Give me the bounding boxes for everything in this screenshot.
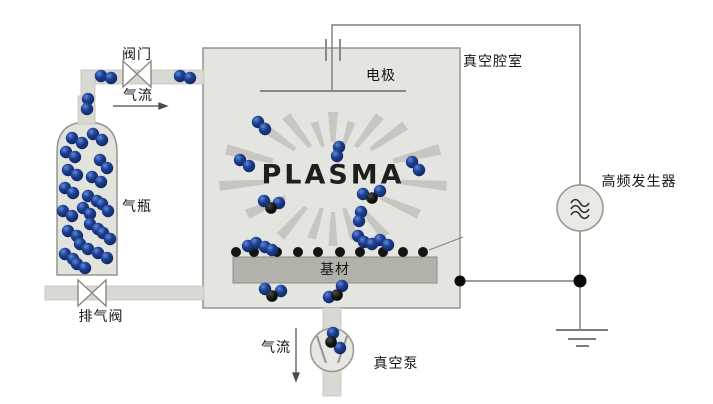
inlet-valve-icon xyxy=(122,59,152,89)
plasma-ray xyxy=(400,179,447,191)
wire-top xyxy=(331,24,581,186)
gas-molecule-blue xyxy=(70,168,84,182)
particle-black xyxy=(266,290,278,302)
plasma-particle xyxy=(398,247,408,257)
hf-generator-label: 高频发生器 xyxy=(601,174,677,190)
exhaust-valve-icon xyxy=(77,278,107,308)
gas-molecule-blue xyxy=(100,161,114,175)
plasma-ray xyxy=(369,121,408,152)
plasma-ray xyxy=(354,113,384,149)
plasma-particle xyxy=(313,247,323,257)
gas-molecule-blue xyxy=(65,131,79,145)
gas-flow-top-label: 气流 xyxy=(123,88,153,104)
gas-molecule-blue xyxy=(352,214,366,228)
gas-molecule-blue xyxy=(274,284,288,298)
particle-black xyxy=(366,192,378,204)
gas-flow-arrow-bottom xyxy=(292,328,300,383)
exhaust-valve-label: 排气阀 xyxy=(78,309,124,325)
plasma-title: PLASMA xyxy=(261,159,405,191)
gas-molecule-blue xyxy=(373,184,387,198)
rf-wave-icon xyxy=(570,198,590,220)
plasma-particle xyxy=(355,247,365,257)
gas-molecules xyxy=(56,69,426,355)
junction-dot-chamber xyxy=(454,275,466,287)
hf-generator-icon xyxy=(556,184,604,232)
plasma-particle xyxy=(335,247,345,257)
gas-molecule-blue xyxy=(326,326,340,340)
gas-molecule-blue xyxy=(412,163,426,177)
gas-molecule-blue xyxy=(94,175,108,189)
gas-molecule-blue xyxy=(86,127,100,141)
plasma-ray xyxy=(219,179,266,191)
plasma-particle xyxy=(231,247,241,257)
gas-molecule-blue xyxy=(75,136,89,150)
gas-molecule-blue xyxy=(95,133,109,147)
gas-molecule-blue xyxy=(258,122,272,136)
gas-molecule-blue xyxy=(242,159,256,173)
gas-molecule-blue xyxy=(330,149,344,163)
gas-molecule-blue xyxy=(356,187,370,201)
gas-molecule-blue xyxy=(173,69,187,83)
gas-molecule-blue xyxy=(335,279,349,293)
gas-molecule-blue xyxy=(81,92,95,106)
electrode-label: 电极 xyxy=(366,68,396,84)
gas-molecule-blue xyxy=(68,150,82,164)
gas-molecule-blue xyxy=(66,186,80,200)
vacuum-pump-label: 真空泵 xyxy=(373,356,419,372)
plasma-particle xyxy=(293,247,303,257)
gas-molecule-blue xyxy=(80,102,94,116)
gas-molecule-blue xyxy=(103,232,117,246)
plasma-ray xyxy=(307,207,324,240)
gas-molecule-blue xyxy=(183,71,197,85)
plasma-ray xyxy=(328,112,338,142)
gas-molecule-blue xyxy=(94,69,108,83)
plasma-ray xyxy=(276,205,308,240)
gas-molecule-blue xyxy=(65,209,79,223)
vacuum-chamber-label: 真空腔室 xyxy=(463,54,523,70)
particle-black xyxy=(325,336,337,348)
gas-flow-arrow-top xyxy=(113,102,169,110)
gas-molecule-blue xyxy=(78,261,92,275)
feedthrough-capacitor-icon xyxy=(325,39,341,61)
vacuum-pump-icon xyxy=(309,327,355,373)
substrate-plate xyxy=(232,256,438,284)
gas-molecule-blue xyxy=(405,155,419,169)
valve-top-label: 阀门 xyxy=(122,47,152,63)
gas-molecule-blue xyxy=(93,153,107,167)
particle-black xyxy=(331,289,343,301)
gas-molecule-blue xyxy=(265,243,279,257)
plasma-ray xyxy=(282,113,312,149)
plasma-ray xyxy=(328,212,338,246)
substrate-particles xyxy=(231,247,428,257)
gas-molecule-blue xyxy=(333,341,347,355)
gas-cylinder-label: 气瓶 xyxy=(122,199,152,215)
gas-molecule-blue xyxy=(83,207,97,221)
gas-molecule-blue xyxy=(104,71,118,85)
junction-dot-ground xyxy=(573,274,587,288)
plasma-ray xyxy=(392,144,442,164)
gas-molecule-blue xyxy=(233,153,247,167)
particle-black xyxy=(265,202,277,214)
plasma-ray xyxy=(224,144,274,164)
gas-molecule-blue xyxy=(101,204,115,218)
gas-molecule-blue xyxy=(100,251,114,265)
gas-molecule-blue xyxy=(81,242,95,256)
plasma-ray xyxy=(310,120,325,148)
plasma-particle xyxy=(418,247,428,257)
ground-icon xyxy=(556,329,608,347)
plasma-rays xyxy=(219,112,447,246)
plasma-ray xyxy=(379,195,421,219)
gas-flow-bottom-label: 气流 xyxy=(261,340,291,356)
substrate-label: 基材 xyxy=(320,262,350,278)
plasma-ray xyxy=(341,120,356,148)
pipe-exhaust xyxy=(44,285,205,301)
gas-molecule-blue xyxy=(381,238,395,252)
leader-line xyxy=(428,236,464,251)
